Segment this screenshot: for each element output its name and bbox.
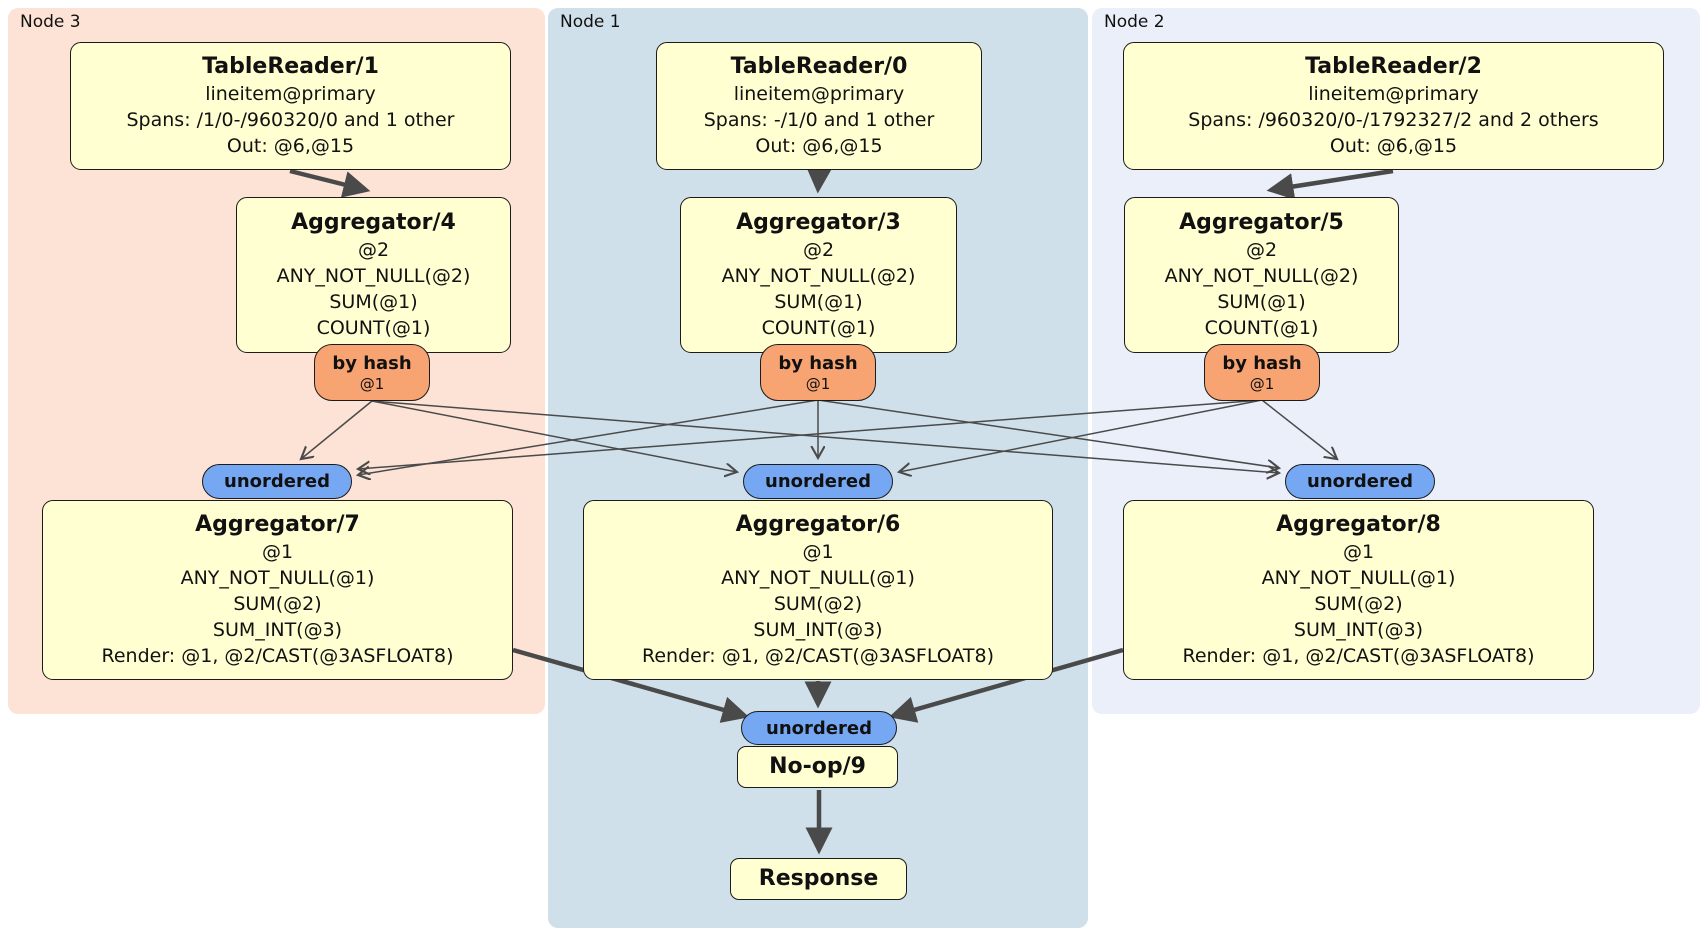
- processor-group-cols: @2: [802, 239, 835, 261]
- processor-spans: Spans: /960320/0-/1792327/2 and 2 others: [1188, 109, 1599, 131]
- processor-aggregator-7: Aggregator/7 @1 ANY_NOT_NULL(@1) SUM(@2)…: [42, 500, 513, 680]
- processor-tablereader-0: TableReader/0 lineitem@primary Spans: -/…: [656, 42, 982, 170]
- processor-group-cols: @1: [261, 541, 294, 563]
- processor-agg-fn: ANY_NOT_NULL(@1): [721, 567, 915, 589]
- processor-response: Response: [730, 858, 907, 900]
- processor-agg-fn: COUNT(@1): [316, 317, 431, 339]
- sync-unordered-6: unordered: [743, 464, 893, 499]
- processor-render: Render: @1, @2/CAST(@3ASFLOAT8): [642, 645, 994, 667]
- processor-render: Render: @1, @2/CAST(@3ASFLOAT8): [1182, 645, 1535, 667]
- processor-title: Response: [758, 866, 879, 891]
- processor-out: Out: @6,@15: [755, 135, 883, 157]
- processor-agg-fn: SUM(@2): [233, 593, 322, 615]
- processor-title: Aggregator/4: [291, 210, 456, 235]
- processor-agg-fn: SUM(@1): [1217, 291, 1306, 313]
- processor-agg-fn: ANY_NOT_NULL(@2): [276, 265, 471, 287]
- processor-agg-fn: SUM_INT(@3): [212, 619, 343, 641]
- processor-render: Render: @1, @2/CAST(@3ASFLOAT8): [101, 645, 454, 667]
- router-label: by hash: [1222, 352, 1302, 374]
- router-by-hash-5: by hash @1: [1204, 344, 1320, 401]
- sync-label: unordered: [1307, 471, 1413, 492]
- processor-index: lineitem@primary: [1308, 83, 1479, 105]
- processor-spans: Spans: /1/0-/960320/0 and 1 other: [126, 109, 455, 131]
- processor-agg-fn: SUM(@2): [1314, 593, 1403, 615]
- processor-title: TableReader/0: [730, 54, 908, 79]
- processor-aggregator-8: Aggregator/8 @1 ANY_NOT_NULL(@1) SUM(@2)…: [1123, 500, 1594, 680]
- sync-unordered-7: unordered: [202, 464, 352, 499]
- processor-index: lineitem@primary: [733, 83, 905, 105]
- processor-noop-9: No-op/9: [737, 746, 898, 788]
- sync-label: unordered: [766, 717, 872, 739]
- router-by-hash-3: by hash @1: [760, 344, 876, 401]
- processor-title: Aggregator/3: [736, 210, 901, 235]
- processor-agg-fn: COUNT(@1): [761, 317, 876, 339]
- processor-agg-fn: ANY_NOT_NULL(@2): [721, 265, 916, 287]
- router-label: by hash: [332, 352, 412, 374]
- processor-title: Aggregator/6: [735, 512, 901, 537]
- processor-title: TableReader/2: [1305, 54, 1482, 79]
- region-label-node3: Node 3: [20, 12, 81, 32]
- processor-tablereader-2: TableReader/2 lineitem@primary Spans: /9…: [1123, 42, 1664, 170]
- processor-agg-fn: SUM_INT(@3): [753, 619, 883, 641]
- processor-title: No-op/9: [769, 754, 866, 779]
- processor-aggregator-4: Aggregator/4 @2 ANY_NOT_NULL(@2) SUM(@1)…: [236, 197, 511, 353]
- processor-group-cols: @2: [1245, 239, 1278, 261]
- router-columns: @1: [359, 374, 385, 393]
- processor-index: lineitem@primary: [205, 83, 376, 105]
- region-label-node2: Node 2: [1104, 12, 1165, 32]
- processor-title: Aggregator/5: [1179, 210, 1344, 235]
- processor-group-cols: @1: [802, 541, 834, 563]
- processor-out: Out: @6,@15: [226, 135, 355, 157]
- region-label-node1: Node 1: [560, 12, 621, 32]
- router-by-hash-4: by hash @1: [314, 344, 430, 401]
- processor-agg-fn: ANY_NOT_NULL(@1): [1261, 567, 1456, 589]
- processor-group-cols: @2: [357, 239, 390, 261]
- processor-aggregator-6: Aggregator/6 @1 ANY_NOT_NULL(@1) SUM(@2)…: [583, 500, 1053, 680]
- processor-agg-fn: SUM(@2): [773, 593, 863, 615]
- processor-agg-fn: SUM(@1): [329, 291, 418, 313]
- processor-title: Aggregator/7: [195, 512, 360, 537]
- router-label: by hash: [778, 352, 858, 374]
- router-columns: @1: [1249, 374, 1275, 393]
- router-columns: @1: [805, 374, 831, 393]
- processor-spans: Spans: -/1/0 and 1 other: [703, 109, 935, 131]
- processor-aggregator-3: Aggregator/3 @2 ANY_NOT_NULL(@2) SUM(@1)…: [680, 197, 957, 353]
- processor-agg-fn: SUM_INT(@3): [1293, 619, 1424, 641]
- processor-agg-fn: SUM(@1): [774, 291, 863, 313]
- sync-unordered-8: unordered: [1285, 464, 1435, 499]
- processor-title: TableReader/1: [202, 54, 379, 79]
- processor-out: Out: @6,@15: [1329, 135, 1458, 157]
- processor-aggregator-5: Aggregator/5 @2 ANY_NOT_NULL(@2) SUM(@1)…: [1124, 197, 1399, 353]
- sync-label: unordered: [224, 471, 330, 492]
- sync-label: unordered: [765, 471, 871, 492]
- processor-group-cols: @1: [1342, 541, 1375, 563]
- processor-agg-fn: COUNT(@1): [1204, 317, 1319, 339]
- sync-unordered-final: unordered: [741, 711, 897, 745]
- processor-agg-fn: ANY_NOT_NULL(@2): [1164, 265, 1359, 287]
- processor-agg-fn: ANY_NOT_NULL(@1): [180, 567, 375, 589]
- processor-tablereader-1: TableReader/1 lineitem@primary Spans: /1…: [70, 42, 511, 170]
- processor-title: Aggregator/8: [1276, 512, 1441, 537]
